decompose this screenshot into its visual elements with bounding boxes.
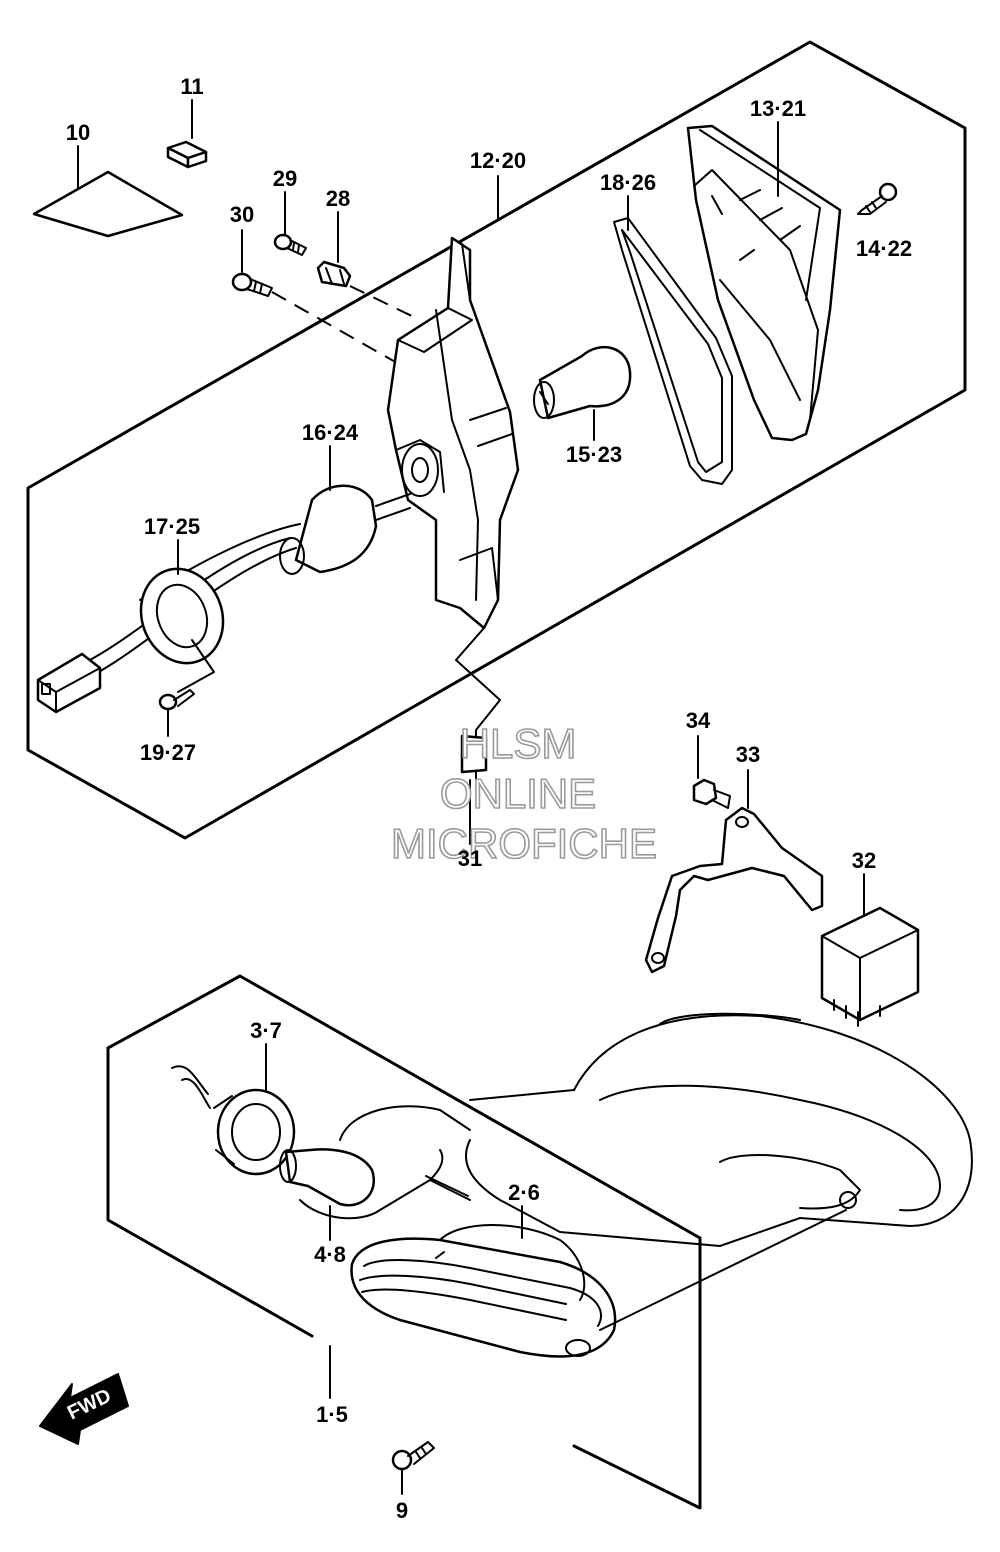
part-2-6-lens xyxy=(350,1224,617,1358)
leader-19-27-link xyxy=(177,639,215,693)
lower-assembly-frame xyxy=(572,1236,702,1510)
part-16-24-socket xyxy=(279,484,411,575)
label-part-2-6: 2·6 xyxy=(508,1180,540,1205)
part-32-relay xyxy=(820,906,920,1027)
part-fairing-body xyxy=(465,1012,973,1247)
part-18-26-gasket xyxy=(613,217,733,485)
label-part-32: 32 xyxy=(852,848,876,873)
watermark: HLSM ONLINE MICROFICHE xyxy=(390,719,658,868)
label-part-33: 33 xyxy=(736,742,760,767)
label-part-19-27: 19·27 xyxy=(140,740,196,765)
label-part-10: 10 xyxy=(66,120,90,145)
label-part-14-22: 14·22 xyxy=(856,236,912,261)
label-part-3-7: 3·7 xyxy=(250,1018,282,1043)
label-part-17-25: 17·25 xyxy=(144,514,200,539)
part-4-8-bulb xyxy=(279,1148,375,1207)
part-28-clip xyxy=(316,260,352,288)
part-34-bolt xyxy=(692,778,731,809)
label-part-16-24: 16·24 xyxy=(302,420,359,445)
part-3-7-socket xyxy=(171,1065,296,1176)
part-12-20-housing xyxy=(386,236,520,630)
label-part-30: 30 xyxy=(230,202,254,227)
part-15-23-bulb xyxy=(533,346,632,420)
label-part-4-8: 4·8 xyxy=(314,1242,346,1267)
part-19-27-screw xyxy=(158,689,195,711)
watermark-line3: MICROFICHE xyxy=(391,820,657,867)
part-31-bracket xyxy=(460,734,488,774)
watermark-line1: HLSM xyxy=(460,720,577,767)
part-13-21-lens xyxy=(686,124,842,442)
fwd-arrow-icon: FWD xyxy=(39,1373,129,1445)
part-lower-housing xyxy=(299,1105,471,1220)
part-11-pad xyxy=(166,140,208,169)
label-part-34: 34 xyxy=(686,708,711,733)
label-part-29: 29 xyxy=(273,166,297,191)
part-10-sticker xyxy=(32,170,184,238)
part-30-screw xyxy=(231,272,273,297)
label-part-31: 31 xyxy=(458,846,482,871)
label-part-9: 9 xyxy=(396,1498,408,1523)
part-14-22-screw xyxy=(857,182,898,215)
label-part-13-21: 13·21 xyxy=(750,96,806,121)
label-part-15-23: 15·23 xyxy=(566,442,622,467)
part-18-26-gasket-inner xyxy=(621,229,723,473)
label-part-11: 11 xyxy=(180,74,203,99)
label-part-18-26: 18·26 xyxy=(600,170,656,195)
part-33-bracket xyxy=(644,806,824,974)
part-9-screw xyxy=(391,1441,435,1471)
label-part-1-5: 1·5 xyxy=(316,1402,348,1427)
part-17-25-harness xyxy=(36,523,301,714)
leader-28-dash xyxy=(349,285,421,321)
leader-fairing-link xyxy=(599,1209,847,1331)
label-part-28: 28 xyxy=(326,186,350,211)
upper-assembly-frame xyxy=(26,40,967,840)
label-part-12-20: 12·20 xyxy=(470,148,526,173)
part-29-screw xyxy=(273,233,307,256)
watermark-line2: ONLINE xyxy=(440,770,596,817)
